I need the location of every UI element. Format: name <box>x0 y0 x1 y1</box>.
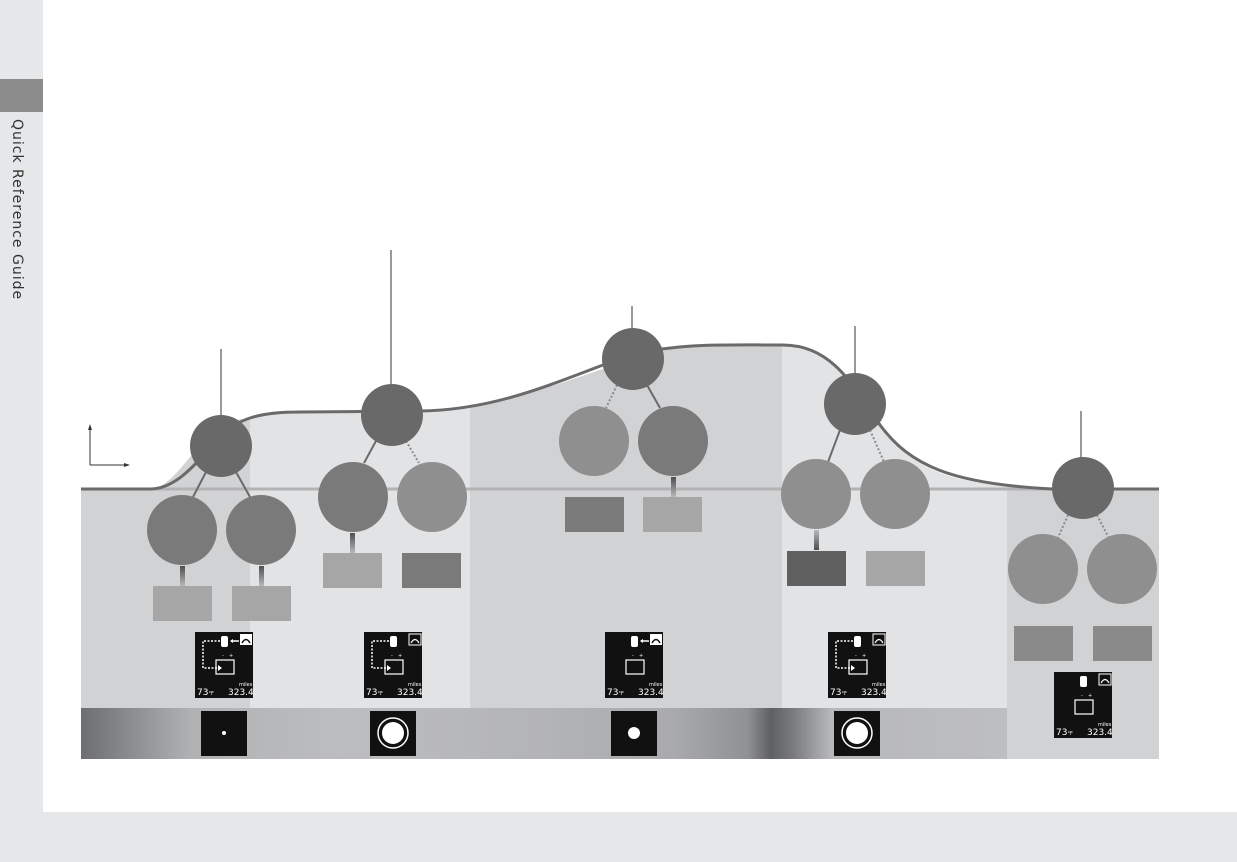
odometer-readout: 323.4 <box>397 688 423 698</box>
battery-box <box>232 586 291 621</box>
energy-flow-display-icon: -+ 73°F 323.4 miles <box>828 632 887 698</box>
axis-icon <box>88 424 130 467</box>
battery-box <box>787 551 846 586</box>
section-tab[interactable] <box>0 79 43 112</box>
vehicle-node <box>824 373 886 435</box>
engine-node <box>1008 534 1078 604</box>
vehicle-node <box>361 384 423 446</box>
battery-icon <box>215 659 235 675</box>
engine-icon <box>1080 676 1087 687</box>
vehicle-node <box>190 415 252 477</box>
motor-node <box>638 406 708 476</box>
engine-icon <box>390 636 397 647</box>
energy-flow-display-icon: -+ 73°F 323.4 miles <box>605 632 664 698</box>
svg-text:-: - <box>222 653 224 659</box>
temp-readout: 73°F <box>1056 728 1073 738</box>
engine-node <box>147 495 217 565</box>
stage-2 <box>318 384 467 588</box>
temp-readout: 73°F <box>830 688 847 698</box>
odometer-unit: miles <box>1098 722 1112 728</box>
svg-text:+: + <box>862 653 866 659</box>
wheel-icon <box>408 633 422 646</box>
odometer-readout: 323.4 <box>638 688 664 698</box>
battery-box <box>1093 626 1152 661</box>
regen-flow-arrow-down <box>814 530 819 550</box>
stage-4 <box>781 373 930 586</box>
svg-text:-: - <box>391 653 393 659</box>
stage-3 <box>559 328 708 532</box>
svg-text:-: - <box>632 653 634 659</box>
engine-box <box>565 497 624 532</box>
engine-box <box>1014 626 1073 661</box>
odometer-unit: miles <box>239 682 253 688</box>
stage-1 <box>147 415 296 621</box>
charge-indicator-icon <box>834 711 880 756</box>
sidebar-section-label: Quick Reference Guide <box>9 119 25 301</box>
battery-icon <box>848 659 868 675</box>
callout-lines <box>220 250 1082 458</box>
wheel-icon <box>1098 673 1112 686</box>
svg-text:+: + <box>398 653 402 659</box>
engine-node <box>860 459 930 529</box>
vehicle-node <box>602 328 664 390</box>
power-flow-arrow-up <box>180 566 185 586</box>
engine-box <box>402 553 461 588</box>
engine-box <box>866 551 925 586</box>
charge-indicator-icon <box>201 711 247 756</box>
charge-indicator-icon <box>370 711 416 756</box>
engine-box <box>153 586 212 621</box>
svg-text:-: - <box>1081 693 1083 699</box>
stage-5 <box>1008 457 1157 661</box>
battery-icon <box>625 659 645 675</box>
motor-node <box>1087 534 1157 604</box>
power-flow-arrow-up <box>259 566 264 586</box>
battery-icon <box>1074 699 1094 715</box>
svg-text:+: + <box>639 653 643 659</box>
engine-icon <box>221 636 228 647</box>
odometer-unit: miles <box>872 682 886 688</box>
odometer-readout: 323.4 <box>1087 728 1113 738</box>
motor-node <box>781 459 851 529</box>
charge-indicator-icon <box>611 711 657 756</box>
svg-text:-: - <box>855 653 857 659</box>
motor-node <box>226 495 296 565</box>
odometer-unit: miles <box>408 682 422 688</box>
energy-flow-display-icon: -+ 73°F 323.4 miles <box>195 632 254 698</box>
vehicle-node <box>1052 457 1114 519</box>
sidebar <box>0 0 43 862</box>
energy-flow-display-icon: -+ 73°F 323.4 miles <box>1054 672 1113 738</box>
temp-readout: 73°F <box>197 688 214 698</box>
power-flow-arrow-up <box>350 533 355 553</box>
battery-icon <box>384 659 404 675</box>
odometer-unit: miles <box>649 682 663 688</box>
motor-node <box>318 462 388 532</box>
svg-text:+: + <box>229 653 233 659</box>
odometer-readout: 323.4 <box>861 688 887 698</box>
odometer-readout: 323.4 <box>228 688 254 698</box>
engine-node <box>397 462 467 532</box>
footer-bar <box>43 812 1237 862</box>
wheel-icon <box>872 633 886 646</box>
temp-readout: 73°F <box>607 688 624 698</box>
battery-box <box>323 553 382 588</box>
engine-icon <box>854 636 861 647</box>
battery-box <box>643 497 702 532</box>
temp-readout: 73°F <box>366 688 383 698</box>
energy-flow-display-icon: -+ 73°F 323.4 miles <box>364 632 423 698</box>
engine-icon <box>631 636 638 647</box>
engine-node <box>559 406 629 476</box>
power-flow-arrow-up <box>671 477 676 497</box>
svg-text:+: + <box>1088 693 1092 699</box>
